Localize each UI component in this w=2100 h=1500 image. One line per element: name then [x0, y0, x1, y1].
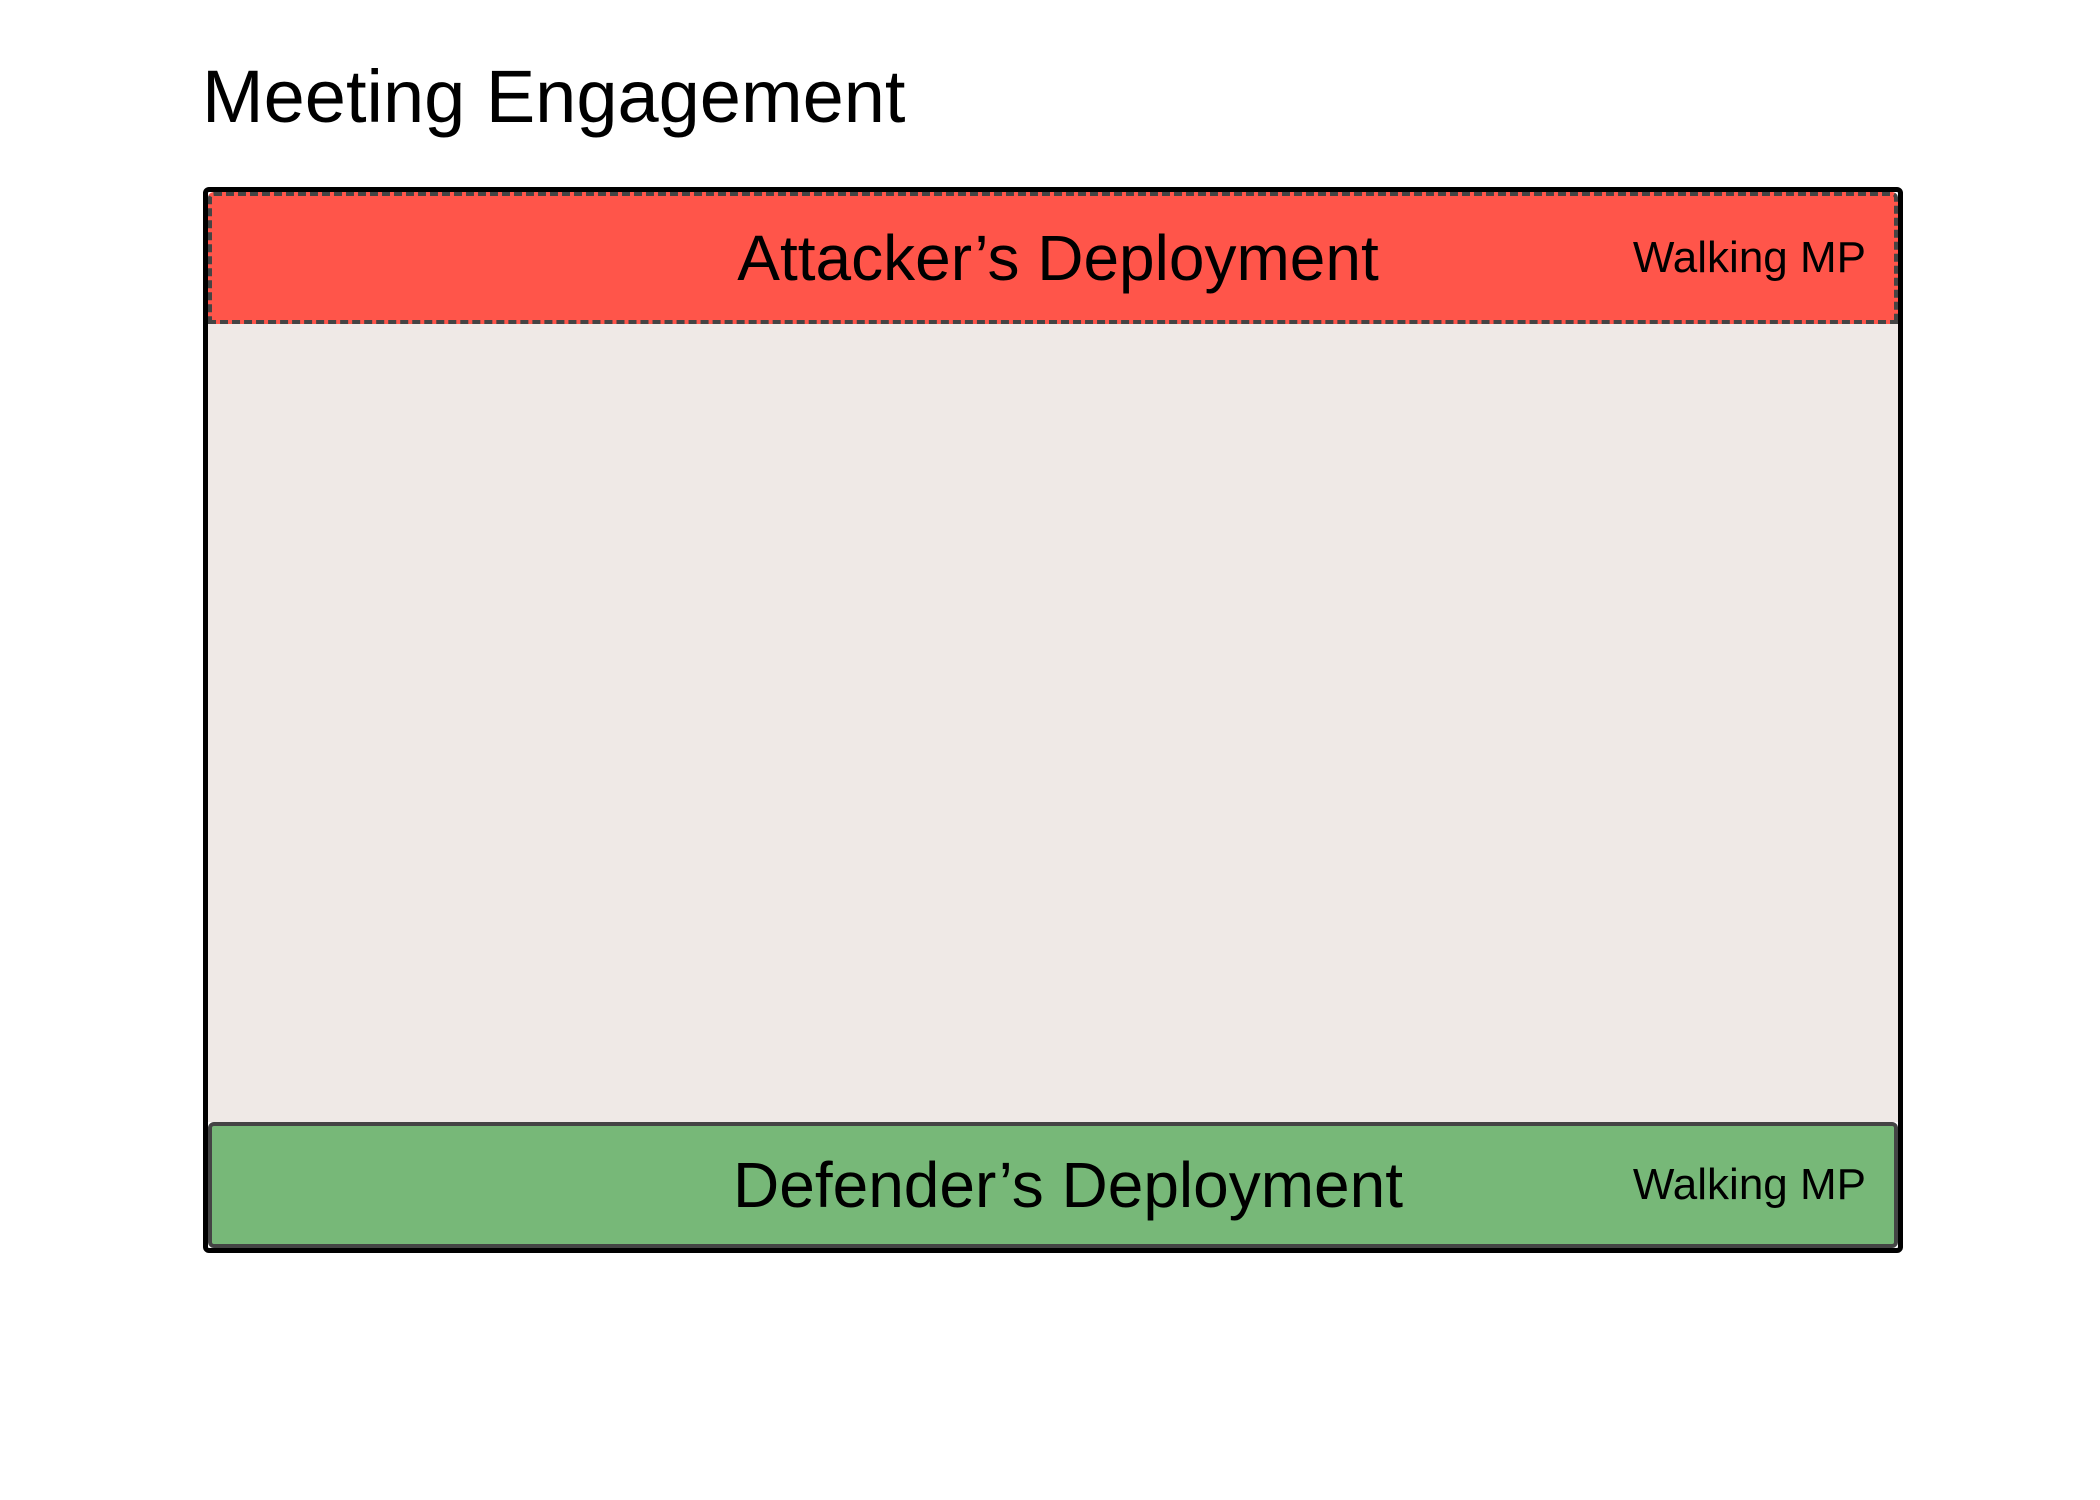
- map-board: Attacker’s Deployment Walking MP Defende…: [203, 187, 1903, 1253]
- page-title: Meeting Engagement: [202, 55, 906, 138]
- neutral-battlefield-zone: [208, 324, 1898, 1122]
- defender-walking-mp-note: Walking MP: [1632, 1160, 1866, 1209]
- attacker-walking-mp-note: Walking MP: [1632, 233, 1866, 282]
- attacker-deployment-label: Attacker’s Deployment: [737, 222, 1379, 294]
- attacker-deployment-zone: Attacker’s Deployment Walking MP: [208, 192, 1898, 324]
- defender-deployment-label: Defender’s Deployment: [733, 1149, 1403, 1221]
- defender-deployment-zone: Defender’s Deployment Walking MP: [208, 1122, 1898, 1248]
